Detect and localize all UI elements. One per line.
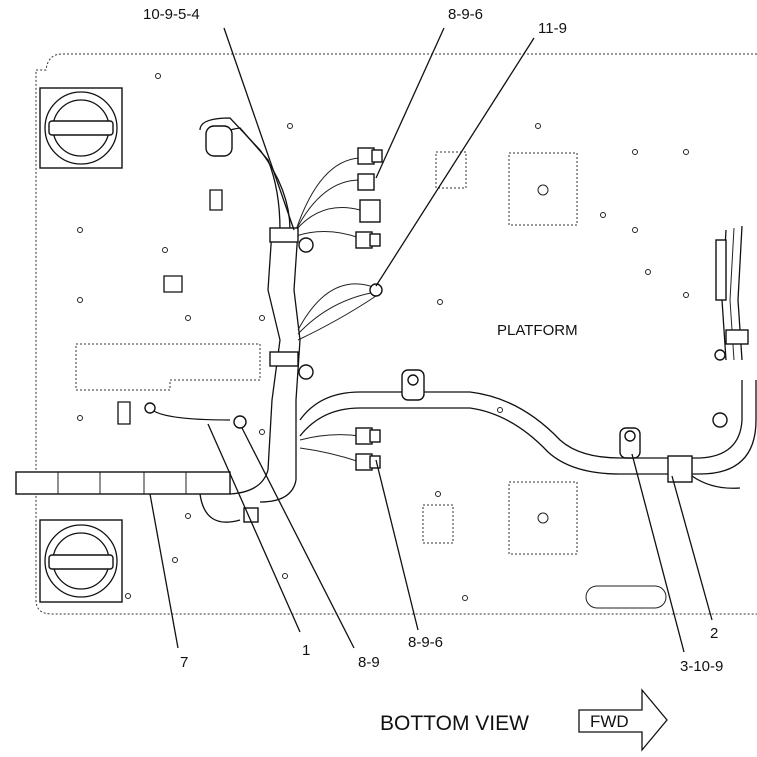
harness-clips xyxy=(269,227,749,483)
ground-lead-terminal xyxy=(233,415,247,429)
callout-8-9: 8-9 xyxy=(358,654,380,671)
fwd-arrow-icon xyxy=(578,688,668,752)
ground-lead xyxy=(149,407,231,421)
main-harness xyxy=(199,117,757,503)
connector-cluster-bottom xyxy=(299,427,381,471)
horizontal-conduit xyxy=(15,471,231,495)
bracket-low xyxy=(117,401,131,425)
slot-opening xyxy=(585,585,667,609)
callout-7: 7 xyxy=(180,654,188,671)
direction-label: FWD xyxy=(590,712,629,731)
callout-2: 2 xyxy=(710,625,718,642)
round-cover-top xyxy=(39,87,123,169)
bracket-top xyxy=(209,189,223,211)
square-opening-bottom xyxy=(508,481,578,555)
square-opening-small-top xyxy=(435,151,467,189)
callout-3-10-9: 3-10-9 xyxy=(680,658,723,675)
callout-10-9-5-4: 10-9-5-4 xyxy=(143,6,200,23)
platform-label: PLATFORM xyxy=(497,322,578,339)
square-opening-small-bottom xyxy=(422,504,454,544)
drop-lead xyxy=(199,493,241,523)
round-cover-bottom xyxy=(39,519,123,603)
callout-8-9-6-top: 8-9-6 xyxy=(448,6,483,23)
connector-cluster-mid xyxy=(297,283,383,341)
callout-11-9: 11-9 xyxy=(538,20,567,37)
mounting-holes xyxy=(77,73,689,601)
callout-1: 1 xyxy=(302,642,310,659)
bracket-mid xyxy=(163,275,183,293)
square-opening-top xyxy=(508,152,578,226)
callout-8-9-6-bottom: 8-9-6 xyxy=(408,634,443,651)
connector-cluster-top xyxy=(295,147,383,249)
plate-cutout xyxy=(75,343,261,391)
view-title: BOTTOM VIEW xyxy=(380,712,529,735)
platform-plate-outline xyxy=(35,53,757,615)
leader-lines xyxy=(149,27,713,653)
